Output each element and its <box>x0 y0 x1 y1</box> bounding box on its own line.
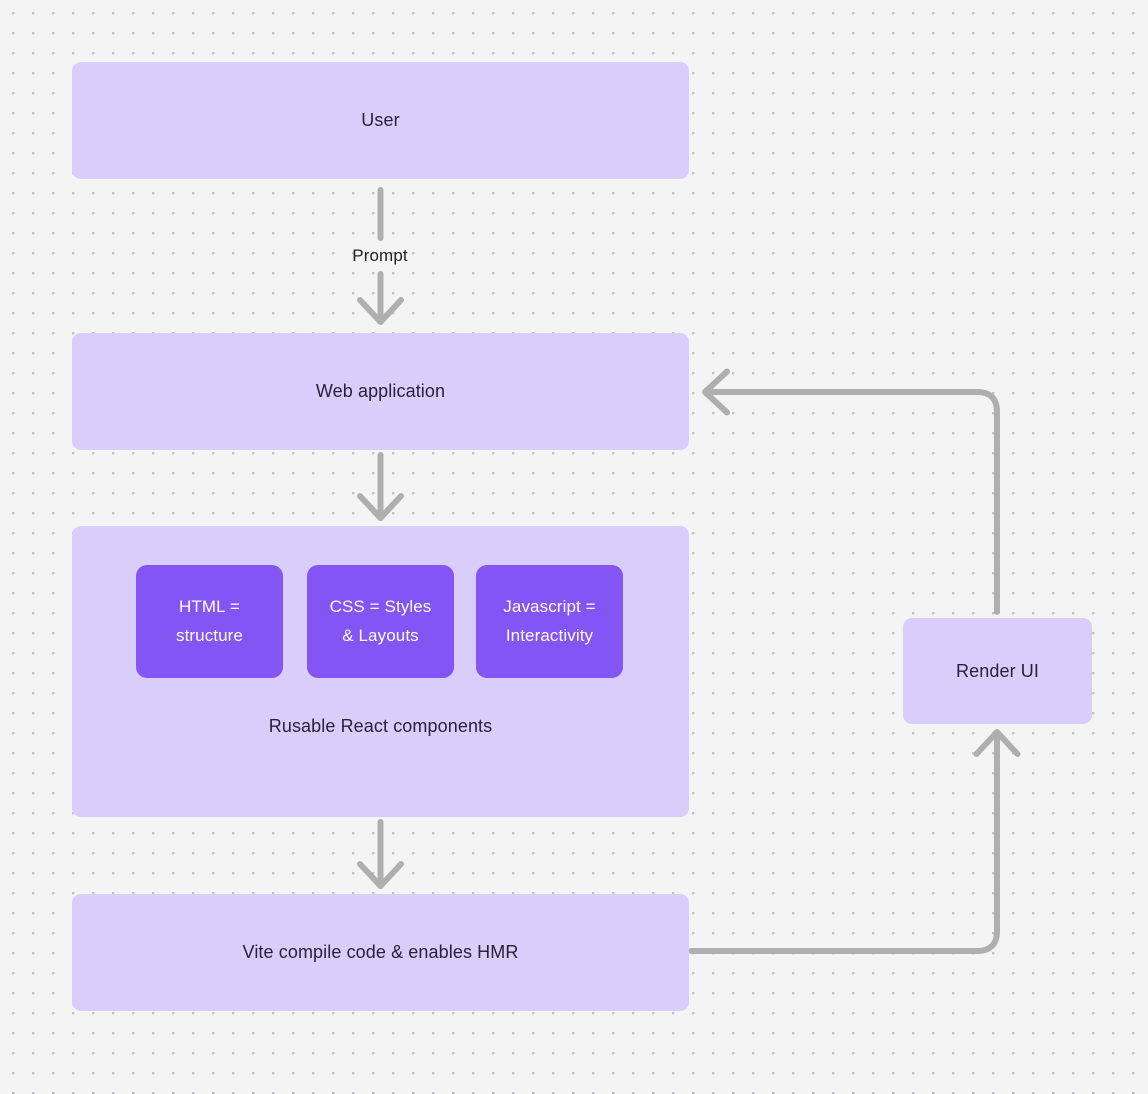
node-render-ui[interactable]: Render UI <box>903 618 1092 724</box>
edge-render-to-web <box>702 368 1000 615</box>
edge-react-to-vite <box>357 819 404 889</box>
chip-javascript-line2: Interactivity <box>505 625 594 645</box>
node-web-application-label: Web application <box>315 381 446 402</box>
node-vite-compile[interactable]: Vite compile code & enables HMR <box>72 894 689 1011</box>
chip-html-line2: structure <box>175 625 244 645</box>
chip-css-label: CSS = Styles & Layouts <box>330 593 432 651</box>
edge-web-to-react <box>357 452 404 521</box>
chip-javascript-label: Javascript = Interactivity <box>503 593 595 651</box>
node-reusable-react-components-label: Rusable React components <box>268 716 493 736</box>
arrowhead-down-icon <box>357 493 404 521</box>
arrowhead-up-icon <box>973 729 1021 757</box>
node-user-label: User <box>361 110 400 131</box>
chip-javascript-line1: Javascript = <box>503 596 596 616</box>
chip-css-line2: & Layouts <box>342 625 419 645</box>
arrowhead-left-icon <box>702 368 730 416</box>
node-reusable-react-components[interactable]: HTML = structure CSS = Styles & Layouts … <box>72 526 689 817</box>
arrowhead-down-icon <box>357 297 404 325</box>
node-vite-compile-label: Vite compile code & enables HMR <box>242 942 519 963</box>
edge-label-prompt: Prompt <box>352 246 408 265</box>
arrowhead-down-icon <box>357 861 404 889</box>
edge-vite-to-render-segment <box>688 729 1000 954</box>
node-render-ui-label: Render UI <box>956 660 1039 681</box>
chip-javascript[interactable]: Javascript = Interactivity <box>476 565 623 678</box>
edge-vite-to-render <box>688 729 1021 954</box>
chip-html-label: HTML = structure <box>176 593 243 651</box>
chip-css-line1: CSS = Styles <box>329 596 432 616</box>
chip-css[interactable]: CSS = Styles & Layouts <box>307 565 454 678</box>
chip-html-line1: HTML = <box>179 596 240 616</box>
node-web-application[interactable]: Web application <box>72 333 689 450</box>
edge-render-to-web-segment <box>704 389 1000 615</box>
node-user[interactable]: User <box>72 62 689 179</box>
chip-html[interactable]: HTML = structure <box>136 565 283 678</box>
